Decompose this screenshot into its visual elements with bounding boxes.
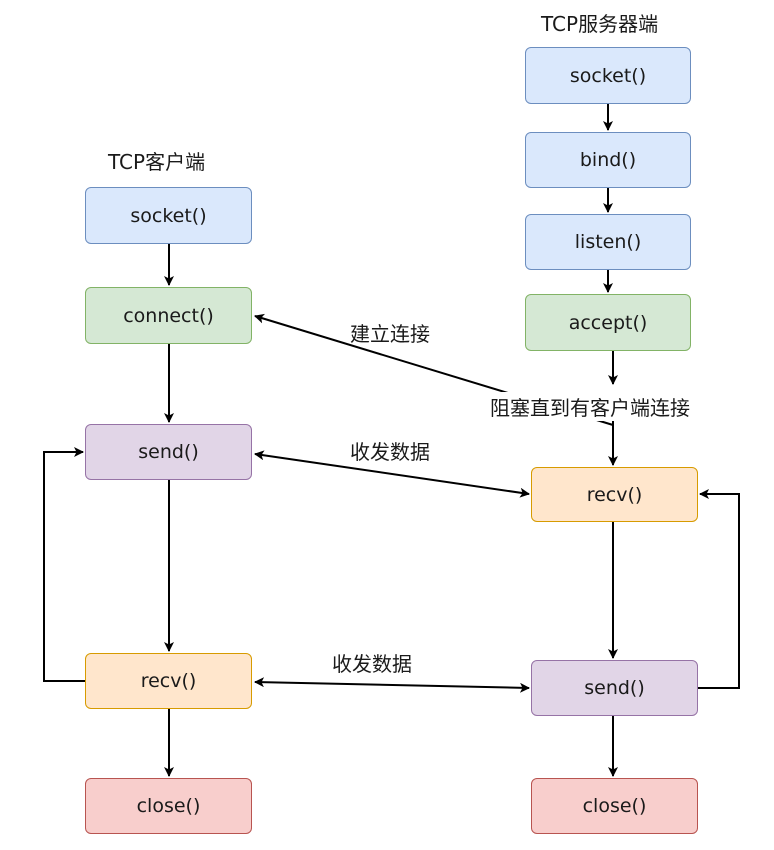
- edge-exchange-top: [254, 450, 530, 498]
- server-accept-node: accept(): [525, 294, 691, 351]
- edge-client-loop: [43, 447, 85, 682]
- edge-label-connect: 建立连接: [350, 322, 430, 346]
- edge-label-exchange-top: 收发数据: [350, 440, 430, 464]
- server-close-node: close(): [531, 778, 698, 834]
- server-bind-node: bind(): [525, 132, 691, 188]
- server-send-node: send(): [531, 660, 698, 716]
- edge-label-block: 阻塞直到有客户端连接: [490, 392, 690, 421]
- edge-exchange-bottom: [254, 677, 530, 693]
- server-socket-node: socket(): [525, 47, 691, 104]
- server-listen-node: listen(): [525, 214, 691, 270]
- edge-label-exchange-bottom: 收发数据: [332, 652, 412, 676]
- client-recv-node: recv(): [85, 653, 252, 709]
- client-send-node: send(): [85, 424, 252, 480]
- server-recv-node: recv(): [531, 467, 698, 522]
- edge-server-loop: [698, 489, 740, 689]
- client-title: TCP客户端: [108, 150, 206, 174]
- client-connect-node: connect(): [85, 287, 252, 344]
- client-close-node: close(): [85, 778, 252, 834]
- client-socket-node: socket(): [85, 187, 252, 244]
- server-title: TCP服务器端: [541, 12, 659, 36]
